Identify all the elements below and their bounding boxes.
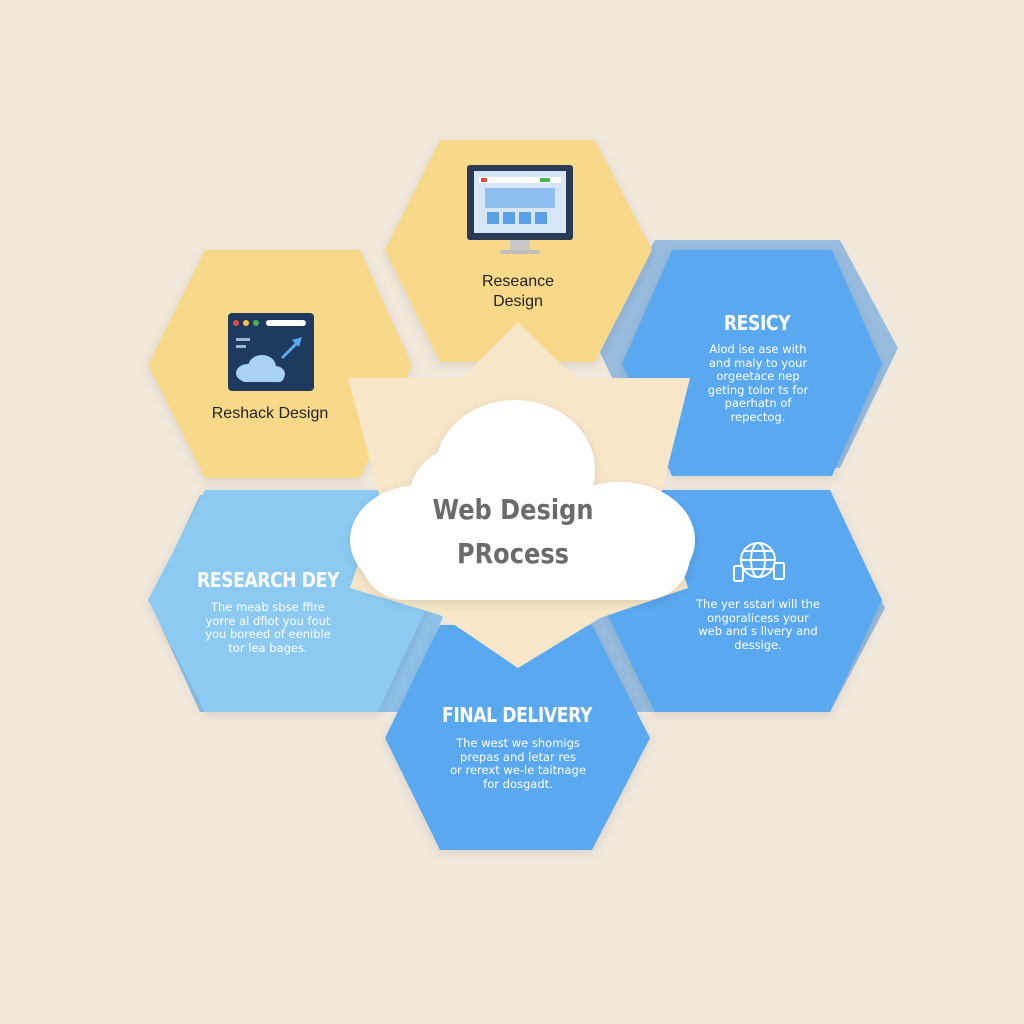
lower-left-node-body: The meab sbse ffire yorre al dfiot you f… [205, 600, 331, 655]
hex-bottom [385, 625, 650, 850]
monitor-icon [467, 165, 573, 254]
upper-right-node-title: RESICY [723, 311, 791, 335]
lower-right-node-body: The yer sstarl will the ongoralicess you… [696, 597, 820, 652]
bottom-node-body: The west we shomigs prepas and letar res… [450, 736, 586, 791]
hex-upper-right [622, 250, 882, 476]
upper-right-node-body: Alod ise ase with and maly to your orgee… [707, 342, 809, 424]
browser-cloud-icon [228, 313, 314, 391]
center-title: Web Design PRocess [432, 493, 594, 570]
upper-left-node-label: Reshack Design [211, 405, 329, 422]
center-cloud [350, 400, 695, 600]
lower-left-node-title: RESEARCH DEY [196, 568, 340, 592]
bottom-node-title: FINAL DELIVERY [442, 703, 592, 727]
top-node-label: Reseance Design [481, 273, 555, 310]
globe-devices-icon [733, 542, 785, 582]
